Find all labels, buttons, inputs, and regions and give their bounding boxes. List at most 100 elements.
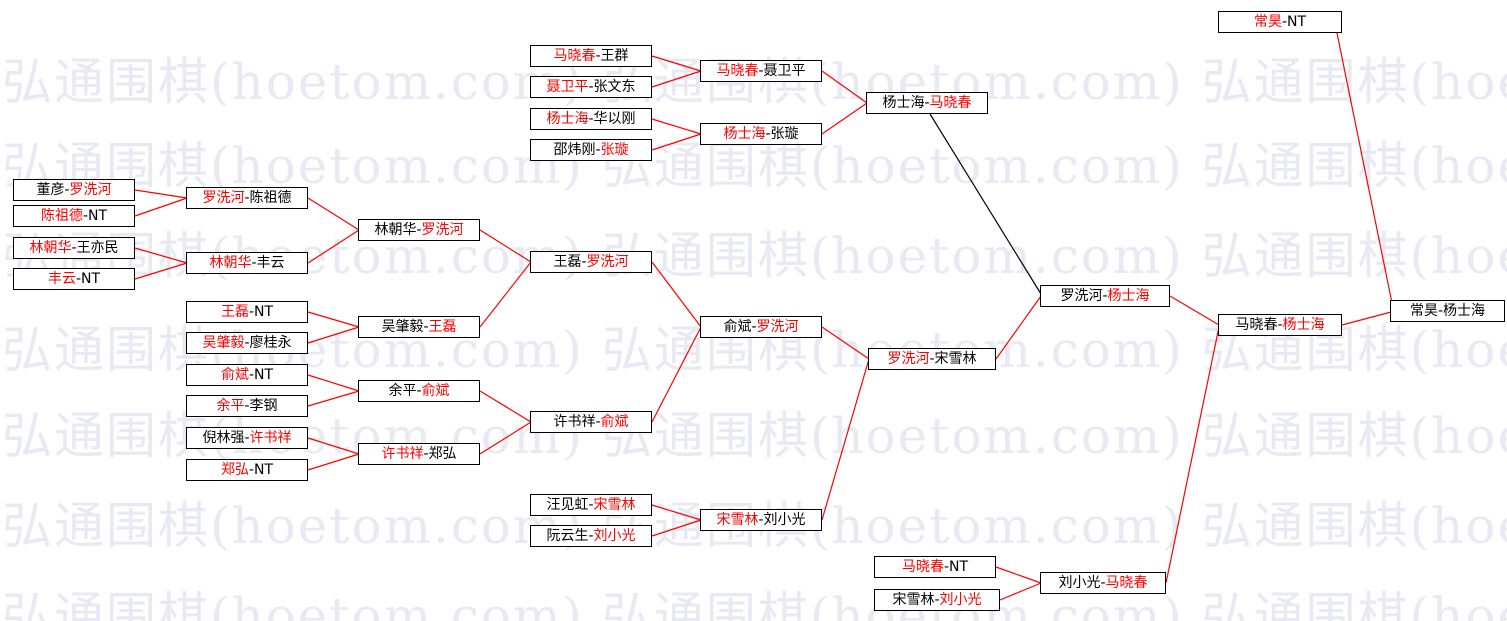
connector-line-red [479, 421, 532, 455]
connector-line-red [134, 189, 188, 199]
match-box: 余平-李钢 [186, 395, 308, 417]
connector-line-red [651, 326, 702, 423]
player-name-right: 罗洗河 [421, 222, 464, 238]
player-name-right: NT [254, 304, 274, 320]
connector-line-red [995, 295, 1042, 360]
connector-line-red [651, 519, 702, 537]
match-box: 阮云生-刘小光 [530, 525, 652, 547]
match-box: 陈祖德-NT [13, 205, 135, 227]
match-box: 杨士海-张璇 [700, 123, 822, 145]
match-box: 王磊-罗洗河 [530, 251, 652, 273]
player-name-left: 罗洗河 [1060, 288, 1103, 304]
player-name-left: 余平 [388, 383, 417, 399]
player-name-left: 林朝华 [374, 222, 417, 238]
dash-separator: - [934, 592, 940, 608]
connector-line-red [307, 197, 360, 231]
match-box: 丰云-NT [13, 268, 135, 290]
connector-line-red [307, 390, 360, 407]
dash-separator: - [423, 319, 429, 335]
dash-separator: - [588, 497, 594, 513]
player-name-left: 俞斌 [220, 367, 249, 383]
dash-separator: - [943, 559, 950, 575]
connector-line-red [1169, 295, 1220, 326]
connector-line-red [134, 247, 188, 264]
player-name-left: 马晓春 [901, 559, 944, 575]
connector-line-red [307, 229, 360, 264]
connector-line-red [821, 70, 868, 104]
player-name-left: 马晓春 [1235, 317, 1278, 333]
player-name-left: 邵炜刚 [553, 142, 596, 158]
player-name-left: 倪林强 [202, 430, 245, 446]
player-name-left: 林朝华 [209, 255, 252, 271]
connector-line-red [651, 133, 702, 151]
player-name-right: 王群 [600, 48, 629, 64]
player-name-left: 许书祥 [381, 446, 424, 462]
dash-separator: - [929, 351, 935, 367]
player-name-right: 郑弘 [428, 446, 457, 462]
player-name-right: 陈祖德 [249, 190, 292, 206]
player-name-left: 罗洗河 [202, 190, 245, 206]
player-name-right: 杨士海 [1443, 303, 1486, 319]
dash-separator: - [1277, 317, 1283, 333]
player-name-right: 刘小光 [593, 528, 636, 544]
player-name-left: 吴肇毅 [381, 319, 424, 335]
dash-separator: - [588, 111, 594, 127]
player-name-right: 罗洗河 [756, 319, 799, 335]
dash-separator: - [244, 190, 250, 206]
match-box: 郑弘-NT [186, 459, 308, 481]
dash-separator: - [595, 48, 601, 64]
match-box: 刘小光-马晓春 [1040, 572, 1166, 594]
connector-line-red [134, 197, 188, 217]
dash-separator: - [588, 528, 594, 544]
player-name-right: 宋雪林 [593, 497, 636, 513]
connector-line-red [134, 262, 188, 280]
player-name-left: 马晓春 [553, 48, 596, 64]
player-name-left: 吴肇毅 [202, 335, 245, 351]
dash-separator: - [588, 79, 594, 95]
connector-line-red [1341, 311, 1392, 326]
dash-separator: - [765, 126, 771, 142]
player-name-right: 刘小光 [763, 512, 806, 528]
connector-line-red [651, 504, 702, 521]
dash-separator: - [1437, 303, 1444, 319]
player-name-right: NT [254, 462, 274, 478]
connector-line-red [651, 261, 702, 328]
connector-line-red [651, 70, 702, 88]
dash-separator: - [248, 304, 255, 320]
player-name-left: 杨士海 [723, 126, 766, 142]
connector-line-red [307, 311, 360, 328]
player-name-right: 张文东 [593, 79, 636, 95]
connector-line-red [999, 582, 1042, 601]
dash-separator: - [1281, 14, 1288, 30]
match-box: 吴肇毅-王磊 [358, 316, 480, 338]
connector-line-red [821, 358, 870, 521]
player-name-left: 汪见虹 [546, 497, 589, 513]
player-name-right: 马晓春 [1105, 575, 1148, 591]
dash-separator: - [248, 367, 255, 383]
match-box: 林朝华-丰云 [186, 252, 308, 274]
player-name-right: NT [88, 208, 108, 224]
player-name-left: 杨士海 [882, 95, 925, 111]
dash-separator: - [758, 63, 764, 79]
player-name-right: 华以刚 [593, 111, 636, 127]
dash-separator: - [244, 430, 250, 446]
match-box: 马晓春-聂卫平 [700, 60, 822, 82]
player-name-right: 李钢 [249, 398, 278, 414]
watermark-text: 弘通围棋(hoetom.com) 弘通围棋(hoetom.com) 弘通围棋(h… [2, 587, 1507, 621]
dash-separator: - [595, 142, 601, 158]
player-name-left: 刘小光 [1058, 575, 1101, 591]
player-name-left: 董彦 [36, 182, 65, 198]
match-box: 倪林强-许书祥 [186, 427, 308, 449]
match-box: 宋雪林-刘小光 [700, 509, 822, 531]
connector-line-red [307, 374, 360, 392]
dash-separator: - [924, 95, 930, 111]
match-box: 俞斌-罗洗河 [700, 316, 822, 338]
match-box: 余平-俞斌 [358, 380, 480, 402]
dash-separator: - [423, 446, 429, 462]
connector-line-red [651, 118, 702, 135]
match-box: 汪见虹-宋雪林 [530, 494, 652, 516]
match-box: 常昊-NT [1218, 11, 1342, 33]
match-box: 常昊-杨士海 [1390, 300, 1505, 322]
match-box: 俞斌-NT [186, 364, 308, 386]
